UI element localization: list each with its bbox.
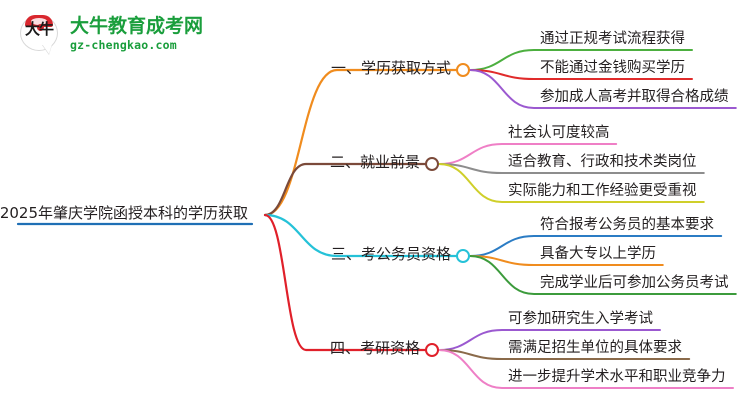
leaf-connector [438, 329, 661, 351]
leaf-label-4-2: 需满足招生单位的具体要求 [508, 340, 682, 356]
branch-label-3: 三、考公务员资格 [330, 245, 451, 263]
leaf-connector [469, 255, 737, 295]
leaf-connector [469, 235, 723, 257]
leaf-label-2-2: 适合教育、行政和技术类岗位 [508, 154, 697, 170]
leaf-label-2-3: 实际能力和工作经验更受重视 [508, 183, 697, 199]
leaf-label-1-1: 通过正规考试流程获得 [540, 31, 685, 47]
leaf-label-4-3: 进一步提升学术水平和职业竞争力 [508, 369, 726, 385]
leaf-label-1-3: 参加成人高考并取得合格成绩 [540, 89, 729, 105]
logo-bubble-tail [42, 44, 52, 54]
branch-node-2[interactable] [425, 157, 439, 171]
branch-connector [263, 213, 458, 258]
leaf-connector [469, 49, 693, 71]
leaf-label-3-3: 完成学业后可参加公务员考试 [540, 275, 729, 291]
branch-node-4[interactable] [425, 343, 439, 357]
leaf-label-3-2: 具备大专以上学历 [540, 246, 656, 262]
leaf-label-2-1: 社会认可度较高 [508, 125, 610, 141]
leaf-label-4-1: 可参加研究生入学考试 [508, 311, 653, 327]
logo-red-dot [37, 24, 44, 31]
logo-mark-text: 大牛 [24, 20, 54, 38]
branch-connector [263, 162, 427, 217]
brand-name: 大牛教育成考网 [70, 14, 204, 37]
branch-label-4: 四、考研资格 [329, 339, 420, 357]
branch-connector [263, 213, 427, 352]
branch-connector [263, 68, 458, 217]
leaf-connector [438, 143, 618, 165]
leaf-connector [438, 349, 734, 389]
root-label: 2025年肇庆学院函授本科的学历获取 [0, 204, 248, 222]
site-logo-block: 大牛 大牛教育成考网 gz-chengkao.com [18, 10, 258, 58]
daniu-speech-bubble-logo-icon: 大牛 [18, 13, 62, 55]
branch-node-3[interactable] [456, 249, 470, 263]
brand-url: gz-chengkao.com [70, 37, 177, 52]
leaf-label-1-2: 不能通过金钱购买学历 [540, 60, 685, 76]
branch-label-1: 一、学历获取方式 [330, 59, 451, 77]
logo-red-cap [25, 15, 53, 27]
leaf-connector [438, 163, 705, 203]
leaf-connector [469, 69, 737, 109]
connector-layer [16, 49, 737, 389]
branch-label-2: 二、就业前景 [329, 153, 420, 171]
brand-text-block: 大牛教育成考网 gz-chengkao.com [70, 14, 204, 52]
branch-node-1[interactable] [456, 63, 470, 77]
node-layer [425, 63, 470, 357]
leaf-label-3-1: 符合报考公务员的基本要求 [540, 217, 714, 233]
